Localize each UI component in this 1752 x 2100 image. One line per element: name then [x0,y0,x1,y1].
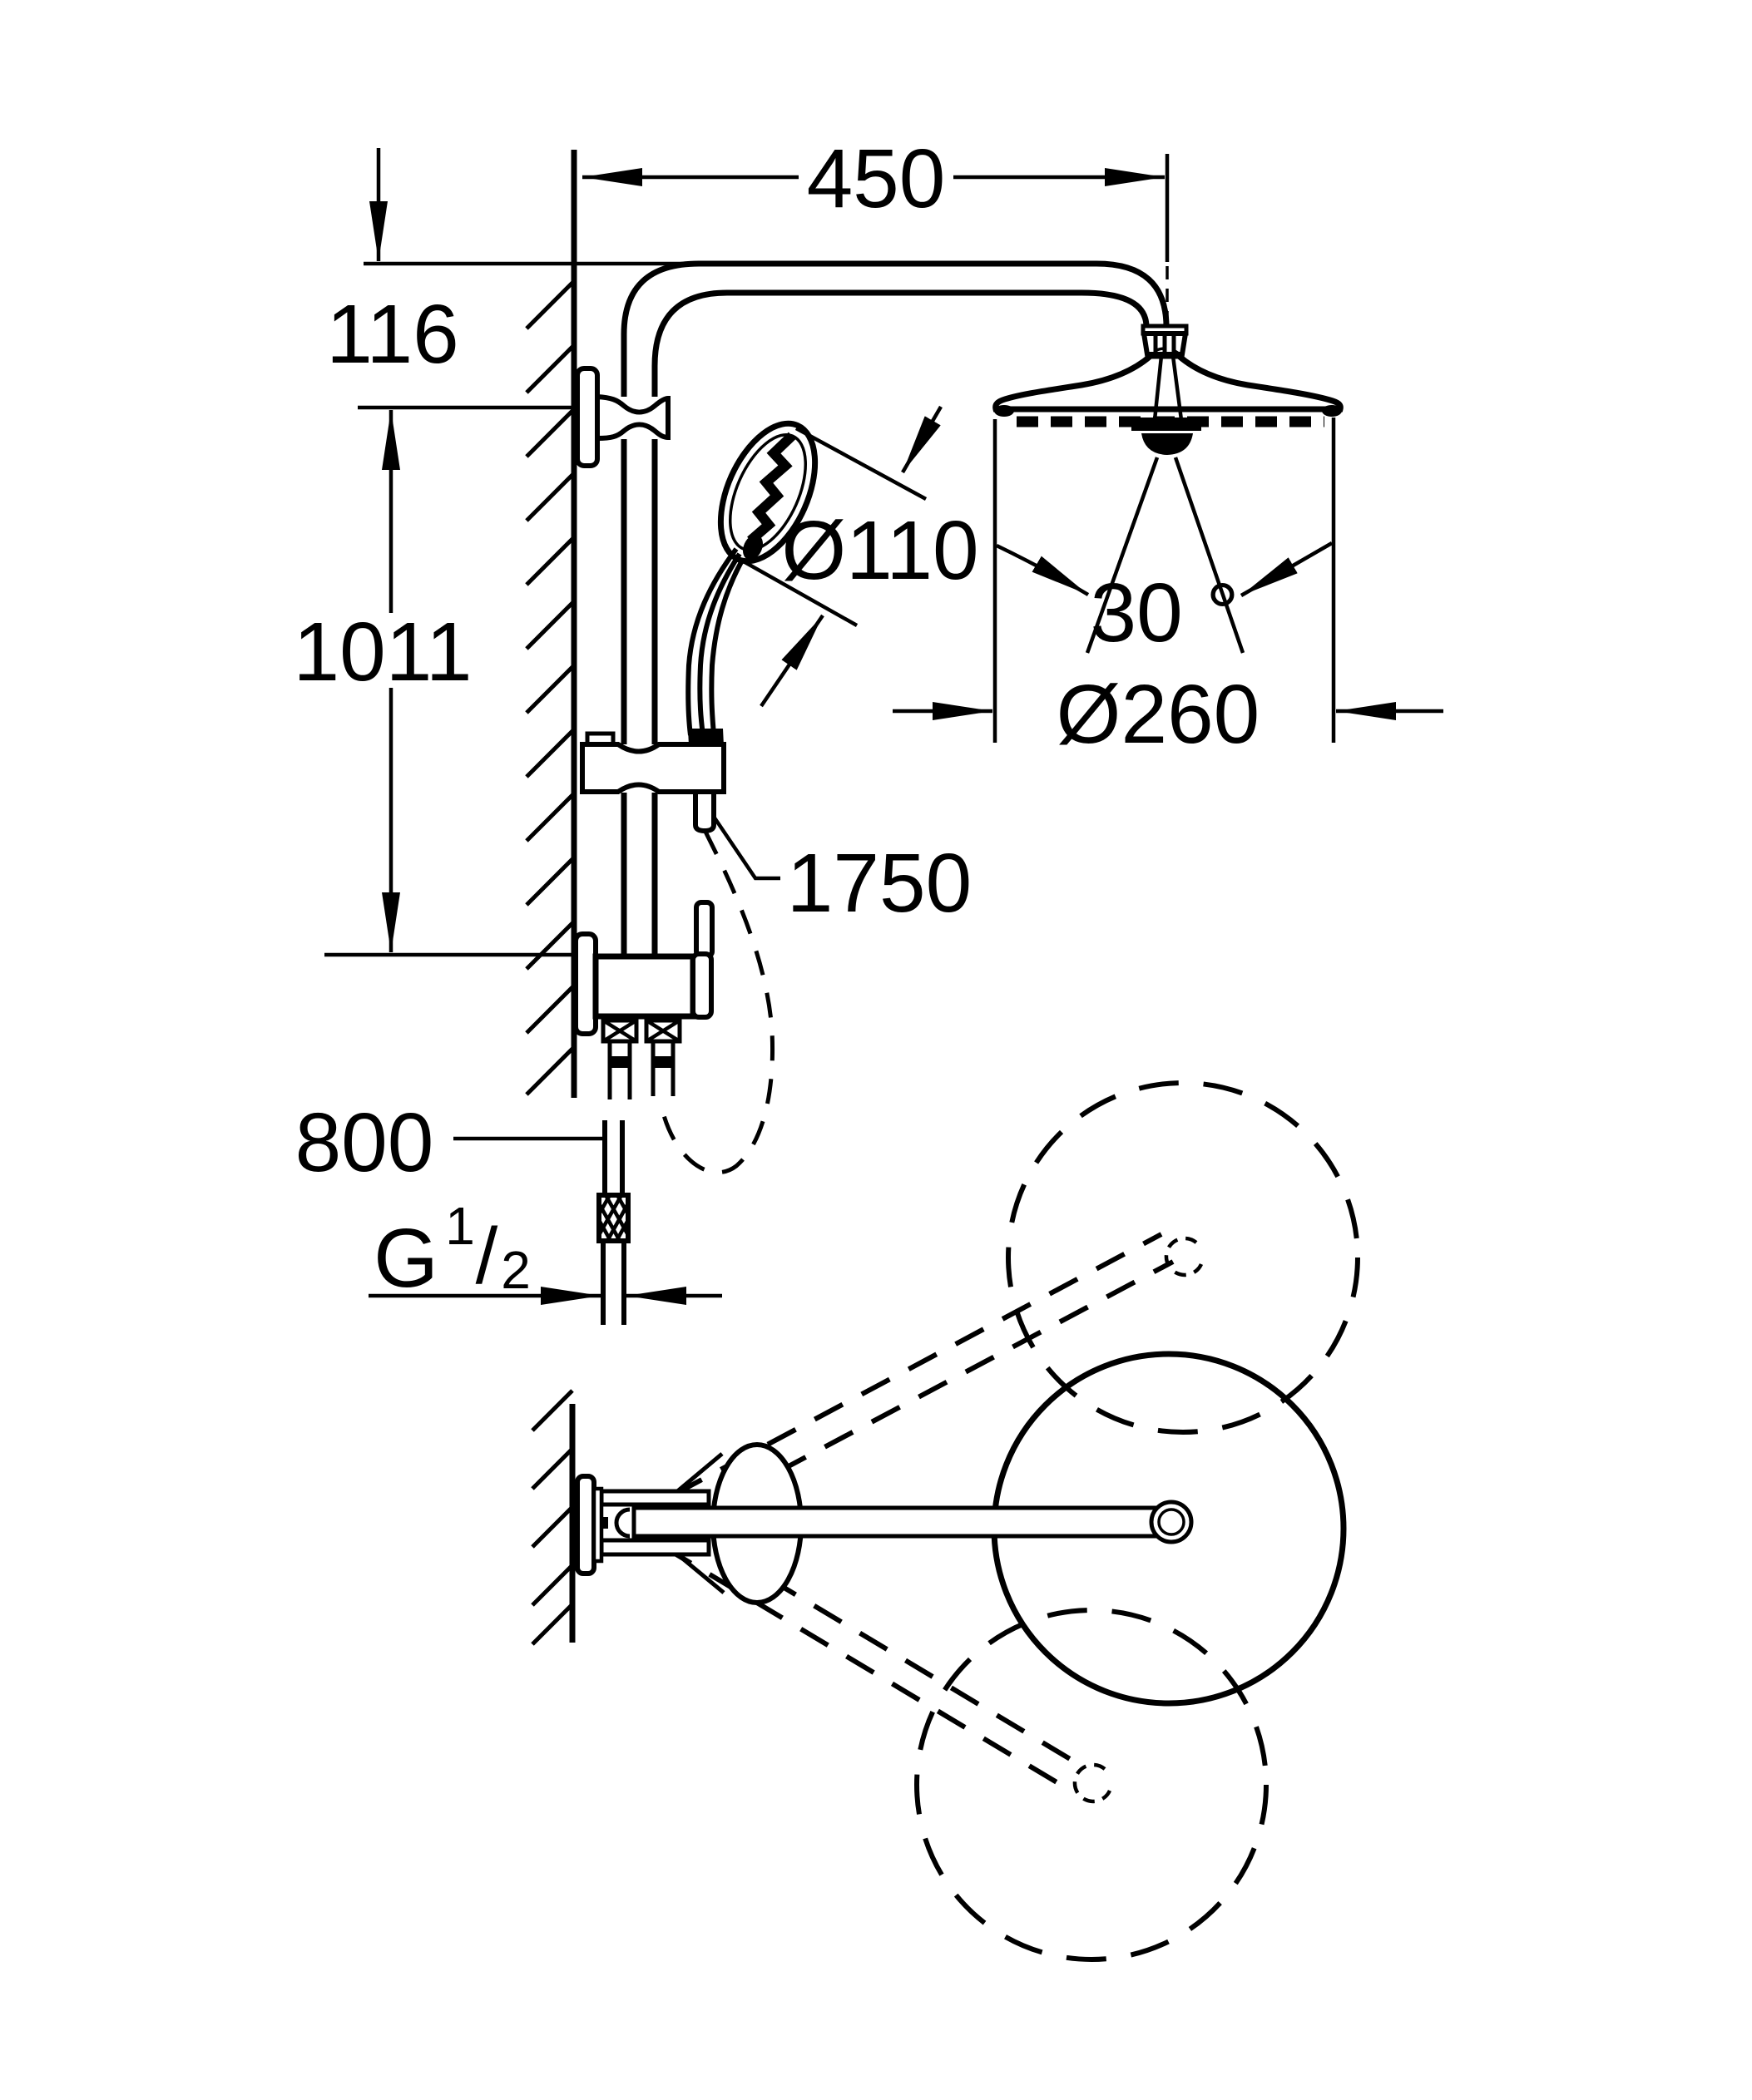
shower-arm [621,260,1170,378]
label-110: Ø110 [781,504,978,597]
head-hub-top [1131,418,1201,431]
wall-bracket-top [575,366,671,468]
pivot-curl-up [1164,1236,1204,1277]
dimension-30deg: 30 ° [996,541,1334,660]
hand-shower [685,420,819,746]
supply-hose-top [602,1120,625,1195]
swivel-arm-tube [631,1505,1174,1539]
holder-body [580,742,726,794]
hand-shower-spray-face [747,432,796,545]
dimension-450: 450 [582,132,1170,262]
mount-flange-outer [575,1474,596,1576]
hand-shower-head-inner [728,432,808,552]
mixer-lever [694,900,715,959]
label-g-num: 1 [445,1196,475,1256]
head-circle-up-dashed [1006,1080,1360,1435]
swivel-arm-knob [1149,1500,1194,1544]
label-30deg: 30 ° [1090,566,1239,660]
arm-outer-line [621,260,1170,378]
dimension-260: Ø260 [893,418,1443,761]
bracket-flange [575,366,600,468]
hand-shower-hose: 1750 [659,815,972,1175]
hose-dashed-loop [659,830,775,1175]
bracket-block [595,393,671,442]
dimension-110: Ø110 [739,405,979,708]
dim-110-arrow-lower [760,614,824,708]
holder-hose-nipple [693,789,716,834]
label-260: Ø260 [1057,668,1260,761]
rail-pipe-middle [621,439,658,744]
leader-1750 [712,815,780,881]
wall-hatch-plan [531,1389,574,1646]
mount-bar-bottom [599,1538,711,1557]
dimension-1011: 1011 [293,410,578,957]
outlet-band-right [651,1056,675,1068]
slide-holder [580,731,726,834]
mount-bar-top [599,1489,711,1507]
label-116: 116 [326,288,458,381]
label-g-den: 2 [501,1240,531,1300]
outlet-band-left [608,1056,631,1068]
angle-arc-right [1240,541,1334,597]
label-450: 450 [807,132,946,225]
outlet-tubes [607,1041,676,1099]
dim-110-ext-bottom [739,558,859,627]
supply-hose: 800 G 1 / 2 [295,1096,722,1325]
dimension-g-half: G 1 / 2 [369,1196,722,1305]
supply-hose-braid-hatch [597,1193,630,1243]
swivel-arm [631,1500,1194,1544]
head-rim-left [994,405,1014,417]
dim-110-arrow-upper [901,405,943,474]
label-1750: 1750 [787,837,972,930]
label-800: 800 [295,1096,434,1189]
mount-flange-inner [591,1486,604,1564]
spray-lines [1085,457,1245,654]
arm-inner-line [651,289,1150,378]
rail-pipe-upper [621,378,658,397]
hand-shower-handle [685,547,745,736]
mixer-valve [573,900,715,1099]
hand-shower-face-end [743,534,763,561]
mixer-end-cap [690,951,714,1020]
head-dome [992,353,1344,413]
wall-mount-plan [575,1474,711,1576]
wall-hatch-side [525,279,576,1096]
mixer-body [592,953,696,1020]
supply-hose-braid [596,1193,631,1243]
rail-pipe-lower [621,793,658,955]
mount-recess [614,1507,631,1539]
label-g: G [374,1212,438,1305]
head-rim-right [1322,405,1342,417]
outlet-nut-right-cross [645,1019,681,1043]
swivel-arm-knob-inner [1157,1508,1185,1536]
hand-shower-grip-band [688,729,724,746]
outlet-nut-left-cross [601,1019,638,1043]
swivel-arm-up-dashed [672,1232,1175,1524]
pivot-curl-down [1072,1762,1112,1804]
head-shower [992,324,1344,654]
shower-rail [621,378,658,955]
plan-view [531,1080,1360,1962]
dimension-116: 116 [326,148,749,410]
head-hub-bottom [1141,433,1193,455]
supply-hose-bottom [601,1241,626,1325]
head-cone-lines [1152,355,1184,421]
head-circle-down-dashed [914,1608,1269,1962]
label-g-slash: / [476,1212,498,1301]
mixer-escutcheon [573,931,598,1036]
dim-110-ext-top [794,427,928,501]
angle-arc-left [996,543,1090,596]
label-1011: 1011 [293,605,472,699]
